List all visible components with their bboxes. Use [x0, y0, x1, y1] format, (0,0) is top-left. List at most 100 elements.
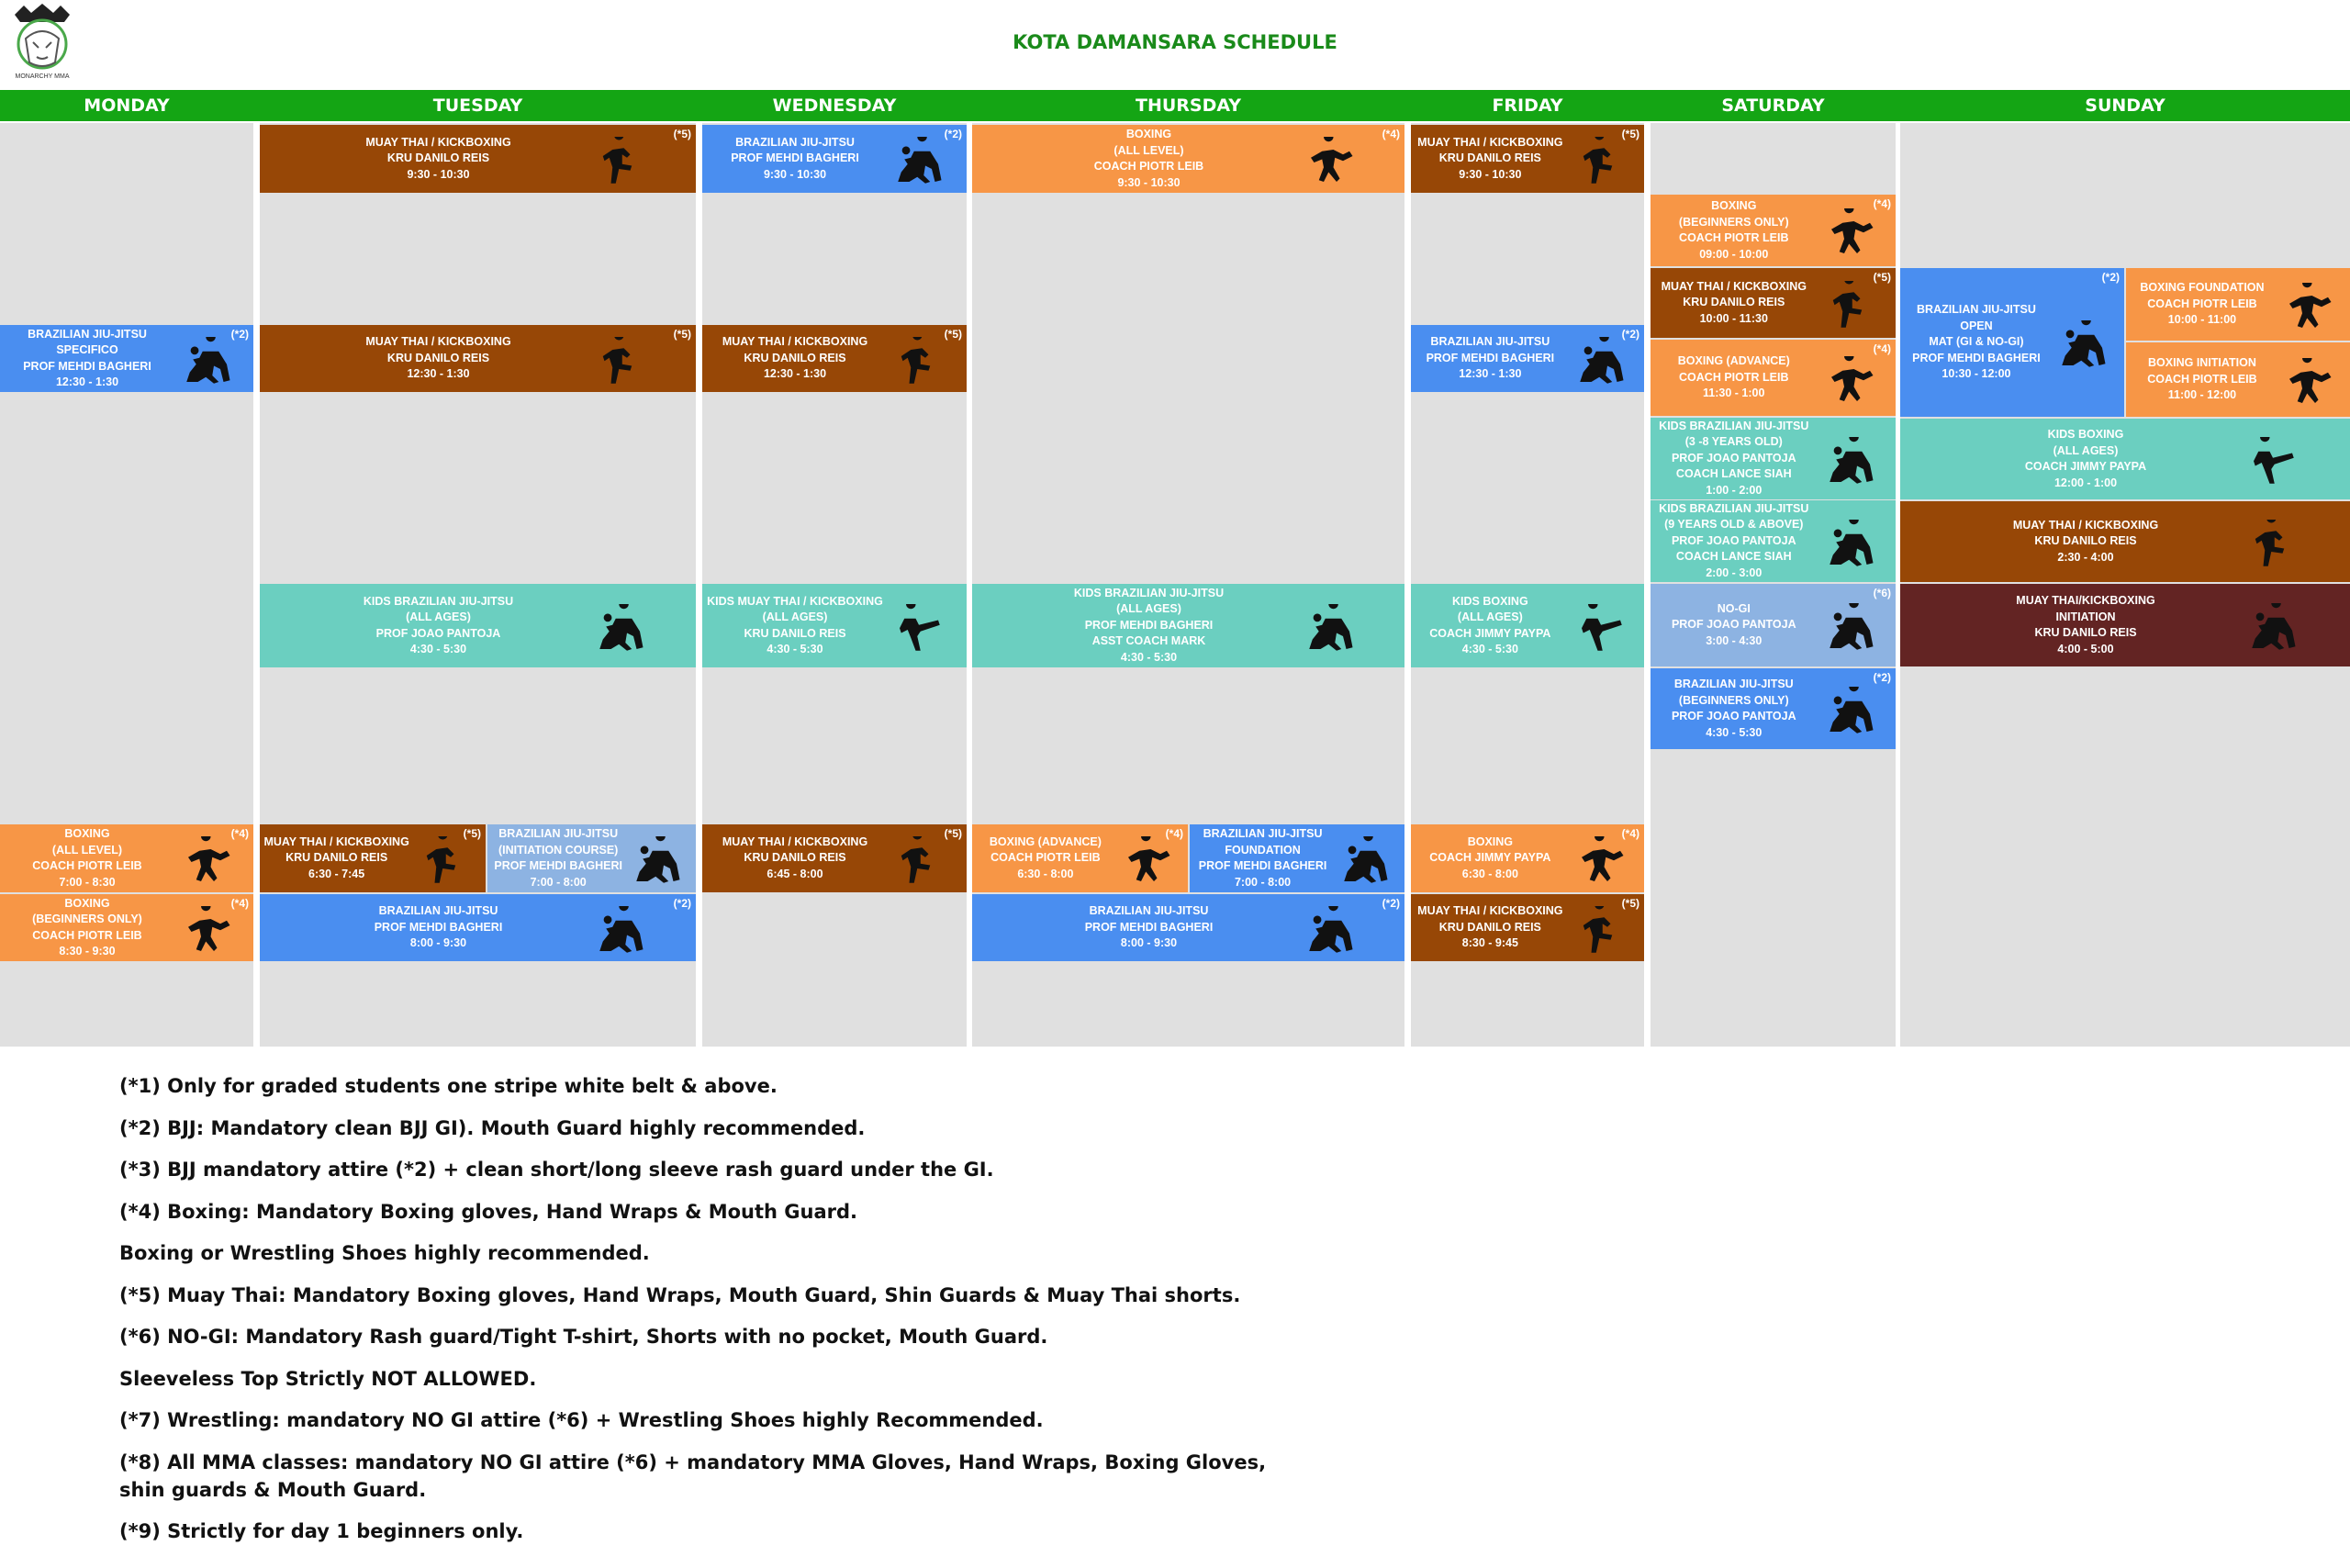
grappling-icon: [1309, 906, 1353, 953]
kick-icon: [1582, 604, 1622, 651]
class-block[interactable]: BRAZILIAN JIU-JITSU (INITIATION COURSE) …: [487, 824, 696, 892]
class-block[interactable]: MUAY THAI / KICKBOXING KRU DANILO REIS 2…: [1900, 501, 2350, 582]
class-text: KIDS MUAY THAI / KICKBOXING (ALL AGES) K…: [707, 594, 883, 656]
note-5: (*5) Muay Thai: Mandatory Boxing gloves,…: [119, 1283, 1241, 1306]
class-note-ref: (*4): [1873, 342, 1891, 355]
knee-strike-icon: [602, 137, 632, 184]
note-6: (*6) NO-GI: Mandatory Rash guard/Tight T…: [119, 1326, 1048, 1348]
note-1: (*1) Only for graded students one stripe…: [119, 1075, 778, 1097]
class-block[interactable]: KIDS BRAZILIAN JIU-JITSU (9 YEARS OLD & …: [1651, 500, 1896, 582]
knee-strike-icon: [901, 836, 931, 883]
class-note-ref: (*5): [944, 328, 962, 341]
grappling-icon: [1309, 604, 1353, 651]
grappling-icon: [1344, 836, 1388, 883]
class-block[interactable]: KIDS BOXING (ALL AGES) COACH JIMMY PAYPA…: [1900, 419, 2350, 499]
class-block[interactable]: BRAZILIAN JIU-JITSU PROF MEHDI BAGHERI 8…: [260, 894, 696, 961]
class-block[interactable]: MUAY THAI / KICKBOXING KRU DANILO REIS 8…: [1411, 894, 1644, 961]
class-text: BRAZILIAN JIU-JITSU PROF MEHDI BAGHERI 1…: [1426, 335, 1555, 381]
class-block[interactable]: MUAY THAI / KICKBOXING KRU DANILO REIS 1…: [260, 325, 696, 392]
boxer-icon: [1831, 356, 1874, 401]
grappling-icon: [636, 836, 680, 883]
class-block[interactable]: BOXING (ALL LEVEL) COACH PIOTR LEIB 9:30…: [972, 125, 1404, 193]
class-text: KIDS BRAZILIAN JIU-JITSU (ALL AGES) PROF…: [363, 594, 514, 656]
class-text: KIDS BRAZILIAN JIU-JITSU (9 YEARS OLD & …: [1659, 501, 1809, 579]
day-header-wednesday: WEDNESDAY: [772, 95, 897, 116]
class-note-ref: (*2): [1621, 328, 1639, 341]
class-note-ref: (*5): [463, 827, 481, 840]
kick-icon: [900, 604, 940, 651]
note-3: (*3) BJJ mandatory attire (*2) + clean s…: [119, 1159, 994, 1181]
day-header-tuesday: TUESDAY: [432, 95, 523, 116]
class-text: MUAY THAI / KICKBOXING KRU DANILO REIS 9…: [1417, 135, 1563, 181]
class-text: BOXING COACH JIMMY PAYPA 6:30 - 8:00: [1429, 834, 1551, 880]
class-text: MUAY THAI / KICKBOXING KRU DANILO REIS 1…: [1661, 279, 1807, 325]
class-block[interactable]: BOXING INITIATION COACH PIOTR LEIB 11:00…: [2126, 342, 2350, 417]
class-block[interactable]: MUAY THAI/KICKBOXING INITIATION KRU DANI…: [1900, 584, 2350, 666]
class-block[interactable]: BRAZILIAN JIU-JITSU (BEGINNERS ONLY) PRO…: [1651, 668, 1896, 749]
class-note-ref: (*2): [944, 128, 962, 140]
class-block[interactable]: BOXING (ADVANCE) COACH PIOTR LEIB 11:30 …: [1651, 340, 1896, 416]
class-block[interactable]: KIDS BOXING (ALL AGES) COACH JIMMY PAYPA…: [1411, 584, 1644, 667]
class-text: MUAY THAI / KICKBOXING KRU DANILO REIS 6…: [722, 834, 868, 880]
class-text: BOXING (ADVANCE) COACH PIOTR LEIB 11:30 …: [1677, 354, 1790, 400]
class-block[interactable]: NO-GI PROF JOAO PANTOJA 3:00 - 4:30(*6): [1651, 584, 1896, 666]
class-block[interactable]: BRAZILIAN JIU-JITSU OPEN MAT (GI & NO-GI…: [1900, 268, 2124, 417]
class-block[interactable]: KIDS BRAZILIAN JIU-JITSU (ALL AGES) PROF…: [972, 584, 1404, 667]
class-note-ref: (*6): [1873, 587, 1891, 599]
class-block[interactable]: BOXING FOUNDATION COACH PIOTR LEIB 10:00…: [2126, 268, 2350, 341]
day-header-sunday: SUNDAY: [2085, 95, 2165, 116]
grappling-icon: [1830, 520, 1874, 566]
class-block[interactable]: KIDS BRAZILIAN JIU-JITSU (ALL AGES) PROF…: [260, 584, 696, 667]
class-note-ref: (*5): [673, 128, 691, 140]
day-column-monday: [0, 123, 253, 1047]
class-text: BRAZILIAN JIU-JITSU (BEGINNERS ONLY) PRO…: [1671, 678, 1796, 739]
note-4-extra: Boxing or Wrestling Shoes highly recomme…: [119, 1242, 650, 1264]
class-block[interactable]: MUAY THAI / KICKBOXING KRU DANILO REIS 1…: [702, 325, 967, 392]
class-block[interactable]: BRAZILIAN JIU-JITSU FOUNDATION PROF MEHD…: [1190, 824, 1404, 892]
class-text: BRAZILIAN JIU-JITSU FOUNDATION PROF MEHD…: [1198, 827, 1327, 889]
class-block[interactable]: KIDS BRAZILIAN JIU-JITSU (3 -8 YEARS OLD…: [1651, 418, 1896, 499]
class-block[interactable]: BOXING (BEGINNERS ONLY) COACH PIOTR LEIB…: [1651, 195, 1896, 266]
class-block[interactable]: MUAY THAI / KICKBOXING KRU DANILO REIS 6…: [260, 824, 486, 892]
class-note-ref: (*2): [673, 897, 691, 910]
class-block[interactable]: BOXING (BEGINNERS ONLY) COACH PIOTR LEIB…: [0, 894, 253, 961]
boxer-icon: [1311, 137, 1353, 182]
boxer-icon: [2289, 358, 2332, 403]
class-note-ref: (*4): [230, 827, 249, 840]
class-note-ref: (*5): [1621, 897, 1639, 910]
class-block[interactable]: MUAY THAI / KICKBOXING KRU DANILO REIS 1…: [1651, 268, 1896, 338]
boxer-icon: [188, 906, 230, 951]
class-block[interactable]: BRAZILIAN JIU-JITSU SPECIFICO PROF MEHDI…: [0, 325, 253, 392]
class-note-ref: (*5): [944, 827, 962, 840]
class-block[interactable]: BOXING (ALL LEVEL) COACH PIOTR LEIB 7:00…: [0, 824, 253, 892]
day-header-friday: FRIDAY: [1492, 95, 1563, 116]
boxer-icon: [1582, 836, 1624, 881]
class-block[interactable]: BOXING COACH JIMMY PAYPA 6:30 - 8:00(*4): [1411, 824, 1644, 892]
class-block[interactable]: BRAZILIAN JIU-JITSU PROF MEHDI BAGHERI 8…: [972, 894, 1404, 961]
class-block[interactable]: BOXING (ADVANCE) COACH PIOTR LEIB 6:30 -…: [972, 824, 1188, 892]
grappling-icon: [2252, 603, 2296, 650]
class-text: BOXING (BEGINNERS ONLY) COACH PIOTR LEIB…: [1678, 199, 1789, 261]
class-text: KIDS BOXING (ALL AGES) COACH JIMMY PAYPA…: [2024, 428, 2147, 489]
grappling-icon: [1580, 337, 1624, 384]
class-block[interactable]: KIDS MUAY THAI / KICKBOXING (ALL AGES) K…: [702, 584, 967, 667]
class-block[interactable]: MUAY THAI / KICKBOXING KRU DANILO REIS 9…: [1411, 125, 1644, 193]
note-4: (*4) Boxing: Mandatory Boxing gloves, Ha…: [119, 1200, 857, 1223]
page-title: KOTA DAMANSARA SCHEDULE: [1013, 31, 1337, 53]
grappling-icon: [599, 604, 643, 651]
kick-icon: [2254, 437, 2294, 484]
class-block[interactable]: BRAZILIAN JIU-JITSU PROF MEHDI BAGHERI 9…: [702, 125, 967, 193]
class-block[interactable]: MUAY THAI / KICKBOXING KRU DANILO REIS 6…: [702, 824, 967, 892]
class-text: KIDS BRAZILIAN JIU-JITSU (ALL AGES) PROF…: [1073, 586, 1225, 664]
note-7: (*7) Wrestling: mandatory NO GI attire (…: [119, 1409, 1044, 1431]
class-note-ref: (*2): [2101, 271, 2120, 284]
knee-strike-icon: [1583, 906, 1613, 953]
day-header-monday: MONDAY: [84, 95, 170, 116]
boxer-icon: [188, 836, 230, 881]
class-text: BOXING INITIATION COACH PIOTR LEIB 11:00…: [2147, 356, 2257, 402]
class-text: BOXING (ALL LEVEL) COACH PIOTR LEIB 9:30…: [1093, 128, 1204, 189]
class-block[interactable]: BRAZILIAN JIU-JITSU PROF MEHDI BAGHERI 1…: [1411, 325, 1644, 392]
class-block[interactable]: MUAY THAI / KICKBOXING KRU DANILO REIS 9…: [260, 125, 696, 193]
class-text: MUAY THAI / KICKBOXING KRU DANILO REIS 8…: [1417, 904, 1563, 950]
class-note-ref: (*2): [1382, 897, 1400, 910]
